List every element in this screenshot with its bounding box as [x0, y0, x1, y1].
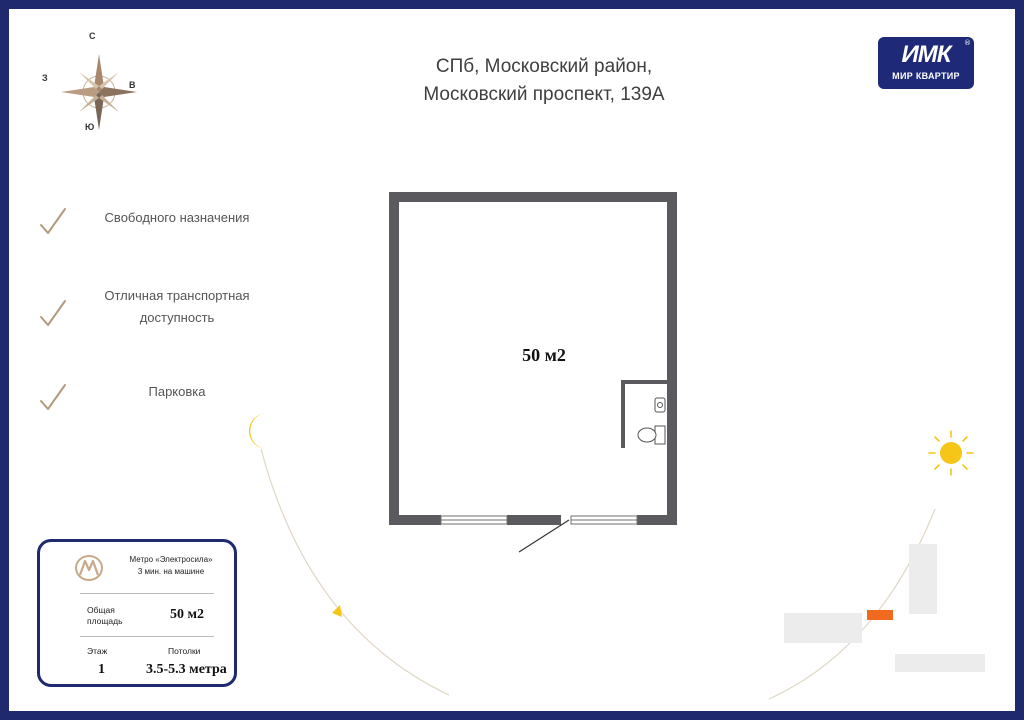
logo-registered-mark: ® [964, 39, 971, 47]
neighbor-building [909, 544, 937, 614]
compass-south-label: Ю [85, 122, 95, 132]
crescent-moon-icon [249, 413, 267, 449]
window-right [570, 515, 638, 525]
entrance-door-swing [518, 519, 570, 553]
feature-item: Свободного назначения [39, 205, 279, 265]
sun-path-arc-right [768, 508, 936, 700]
metro-distance: 3 мин. на машине [137, 567, 205, 576]
neighbor-building [895, 654, 985, 672]
compass-north-label: С [89, 31, 96, 41]
wall-bottom-middle [507, 515, 561, 525]
logo-mark: ИМК [901, 41, 951, 68]
wall-bottom-right [637, 515, 677, 525]
floor-value: 1 [98, 662, 105, 677]
compass-rose-icon [61, 54, 137, 130]
bathroom-wall-top [621, 380, 667, 384]
check-icon [40, 300, 66, 326]
ceiling-value: 3.5-5.3 метра [146, 662, 227, 677]
wall-top [389, 192, 677, 202]
feature-item: Отличная транспортная доступность [39, 285, 279, 345]
floor-plan [389, 192, 677, 553]
floor-label: Этаж [87, 646, 108, 656]
address-title: СПб, Московский район, Московский проспе… [309, 53, 779, 109]
compass-east-label: В [129, 80, 136, 90]
address-line-1: СПб, Московский район, [435, 56, 653, 77]
toilet-icon [637, 425, 666, 445]
feature-label: Парковка [148, 384, 206, 399]
check-icon [40, 384, 66, 410]
sun-icon [928, 430, 974, 476]
brand-logo: ИМК МИР КВАРТИР ® [878, 37, 974, 89]
total-area-label: Общая площадь [87, 605, 123, 626]
metro-logo-icon [75, 555, 103, 581]
property-location-marker [867, 610, 893, 620]
feature-label: Отличная транспортная доступность [104, 288, 250, 325]
window-left [440, 515, 508, 525]
card-divider [80, 636, 214, 637]
info-card: Метро «Электросила» 3 мин. на машине Общ… [37, 539, 237, 687]
logo-brand-text: МИР КВАРТИР [892, 71, 960, 81]
sun-path-arrow-icon [332, 605, 342, 617]
neighbor-building [784, 613, 862, 643]
feature-item: Парковка [39, 377, 279, 437]
metro-info: Метро «Электросила» 3 мин. на машине [112, 554, 230, 578]
metro-name: Метро «Электросила» [129, 555, 213, 564]
check-icon [40, 208, 66, 234]
ceiling-label: Потолки [168, 646, 201, 656]
sun-path-arc-left [260, 448, 450, 696]
wall-bottom-left [389, 515, 441, 525]
address-line-2: Московский проспект, 139А [423, 84, 665, 105]
compass-west-label: З [42, 73, 48, 83]
wall-right [667, 192, 677, 525]
total-area-value: 50 м2 [170, 607, 205, 622]
card-divider [80, 593, 214, 594]
bathroom-wall-left [621, 380, 625, 448]
wall-left [389, 192, 399, 525]
feature-label: Свободного назначения [104, 210, 250, 225]
room-area-label: 50 м2 [522, 345, 566, 365]
sun-path-diagram [260, 448, 936, 700]
sink-icon [654, 397, 666, 413]
